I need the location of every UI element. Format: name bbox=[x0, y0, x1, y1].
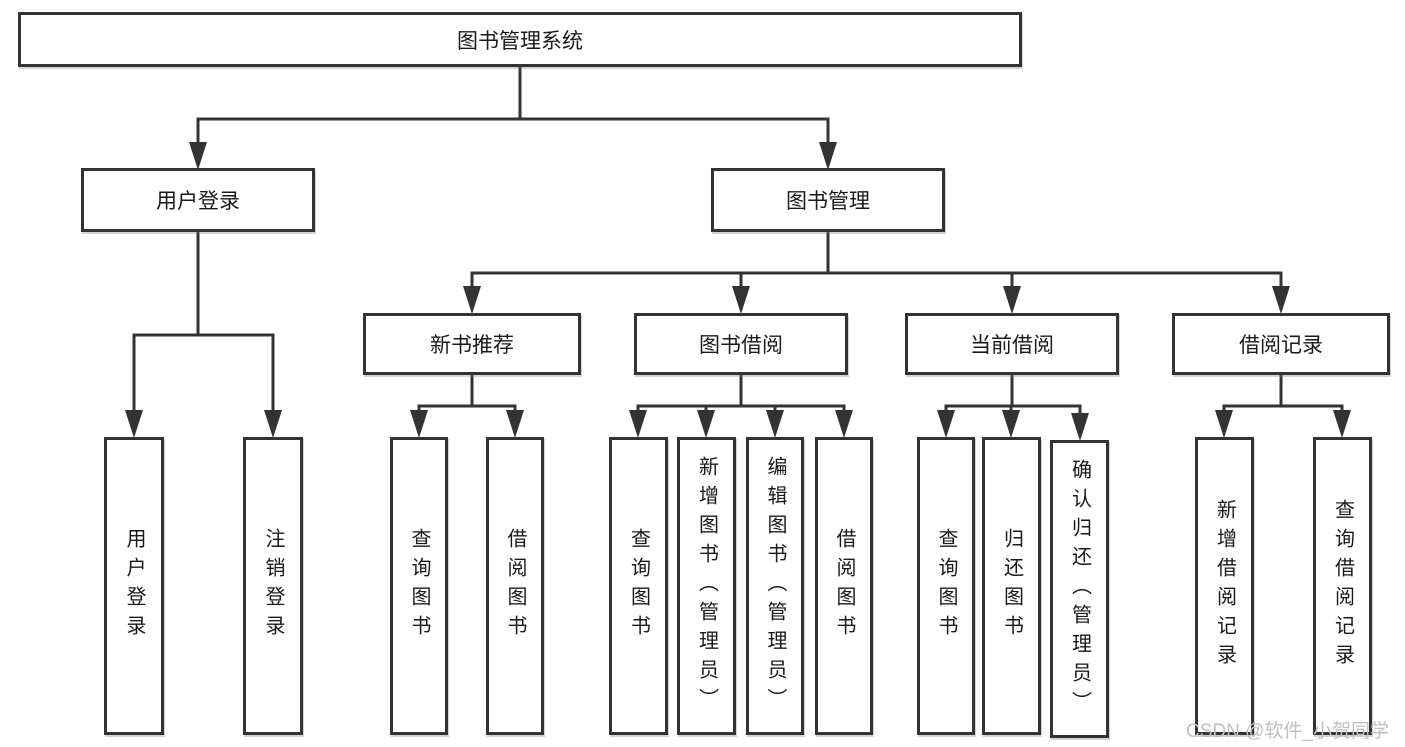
arrow-down-icon bbox=[937, 410, 955, 438]
arrow-down-icon bbox=[697, 410, 715, 438]
connector-bookborrow-to-leaves bbox=[636, 375, 846, 420]
arrow-down-icon bbox=[1003, 286, 1021, 314]
leaf-user-login: 用户登录 bbox=[104, 437, 164, 735]
node-book-borrow: 图书借阅 bbox=[634, 313, 848, 375]
arrow-down-icon bbox=[819, 142, 837, 170]
connector-borrowrecords-to-leaves bbox=[1222, 375, 1344, 420]
arrow-down-icon bbox=[732, 286, 750, 314]
leaf-query-borrow-record: 查询借阅记录 bbox=[1313, 437, 1372, 735]
leaf-borrow-books-borrow: 借阅图书 bbox=[815, 437, 873, 735]
leaf-add-borrow-record: 新增借阅记录 bbox=[1195, 437, 1254, 735]
connector-userlogin-to-leaves bbox=[132, 232, 275, 420]
arrow-down-icon bbox=[766, 410, 784, 438]
node-book-management: 图书管理 bbox=[711, 168, 945, 232]
arrow-down-icon bbox=[506, 410, 524, 438]
node-borrow-records: 借阅记录 bbox=[1172, 313, 1390, 375]
connector-bookmgmt-to-level3 bbox=[470, 232, 1283, 296]
leaf-query-books-current: 查询图书 bbox=[917, 437, 975, 735]
arrow-down-icon bbox=[1333, 410, 1351, 438]
node-root-library-system: 图书管理系统 bbox=[18, 12, 1022, 67]
leaf-return-book: 归还图书 bbox=[982, 437, 1041, 735]
arrow-down-icon bbox=[1071, 413, 1089, 441]
node-user-login: 用户登录 bbox=[81, 168, 315, 232]
arrow-down-icon bbox=[1215, 410, 1233, 438]
connector-newbook-to-leaves bbox=[417, 375, 517, 420]
arrow-down-icon bbox=[410, 410, 428, 438]
leaf-query-books-recommend: 查询图书 bbox=[390, 437, 448, 735]
arrow-down-icon bbox=[629, 410, 647, 438]
leaf-query-books-borrow: 查询图书 bbox=[609, 437, 668, 735]
leaf-confirm-return-admin: 确认归还（管理员） bbox=[1050, 440, 1109, 738]
arrow-down-icon bbox=[1272, 286, 1290, 314]
leaf-add-book-admin: 新增图书（管理员） bbox=[677, 437, 736, 735]
leaf-logout: 注销登录 bbox=[243, 437, 303, 735]
leaf-borrow-books-recommend: 借阅图书 bbox=[486, 437, 544, 735]
connector-root-to-level2 bbox=[196, 66, 830, 150]
arrow-down-icon bbox=[1002, 410, 1020, 438]
arrow-down-icon bbox=[125, 410, 143, 438]
csdn-watermark: CSDN @软件_小贺同学 bbox=[1186, 721, 1389, 742]
node-new-book-recommend: 新书推荐 bbox=[363, 313, 581, 375]
node-current-borrow: 当前借阅 bbox=[905, 313, 1119, 375]
arrow-down-icon bbox=[189, 142, 207, 170]
leaf-edit-book-admin: 编辑图书（管理员） bbox=[746, 437, 804, 735]
arrow-down-icon bbox=[835, 410, 853, 438]
arrow-down-icon bbox=[463, 286, 481, 314]
arrow-down-icon bbox=[264, 410, 282, 438]
